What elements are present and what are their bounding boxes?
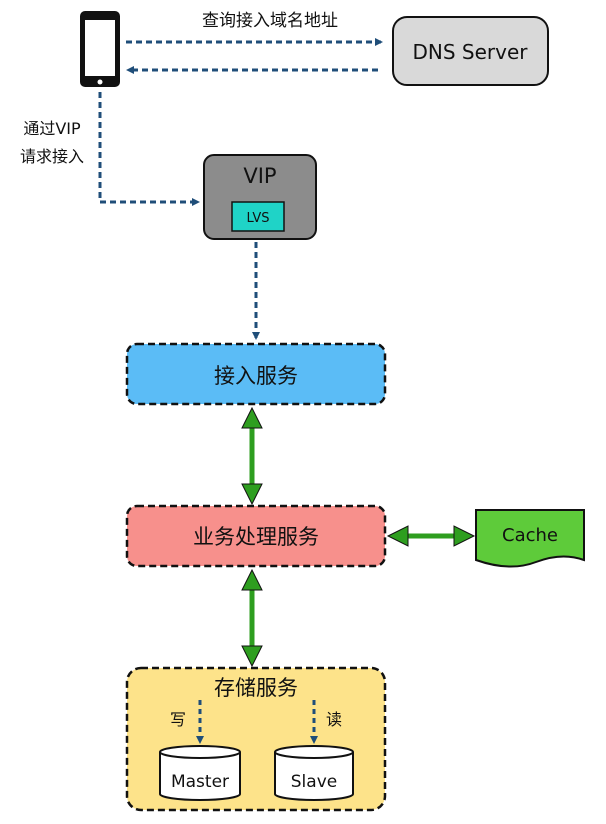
access-service-label: 接入服务	[214, 364, 298, 388]
dns-server-box	[392, 16, 549, 86]
read-label: 读	[326, 710, 342, 729]
lvs-label: LVS	[247, 211, 270, 226]
master-label: Master	[171, 772, 229, 792]
master-db-icon	[159, 745, 241, 801]
lvs-box	[231, 201, 285, 232]
cache-label: Cache	[502, 525, 558, 546]
slave-label: Slave	[291, 772, 337, 792]
dns-server-label: DNS Server	[413, 40, 529, 64]
vip-label: VIP	[243, 164, 276, 188]
cache-box	[475, 509, 585, 568]
business-service-box	[125, 504, 387, 568]
vip-access-arrow	[98, 92, 200, 206]
mobile-phone-icon	[80, 11, 120, 87]
slave-db-icon	[274, 745, 354, 801]
via-vip-label-2: 请求接入	[20, 147, 84, 166]
business-storage-arrow	[241, 568, 263, 668]
storage-service-label: 存储服务	[214, 676, 298, 700]
write-label: 写	[170, 710, 186, 729]
via-vip-label-1: 通过VIP	[23, 119, 81, 138]
business-service-label: 业务处理服务	[193, 525, 319, 549]
access-service-box	[125, 342, 387, 406]
business-cache-arrow	[386, 525, 476, 547]
dns-query-label: 查询接入域名地址	[202, 11, 338, 31]
access-business-arrow	[241, 406, 263, 506]
